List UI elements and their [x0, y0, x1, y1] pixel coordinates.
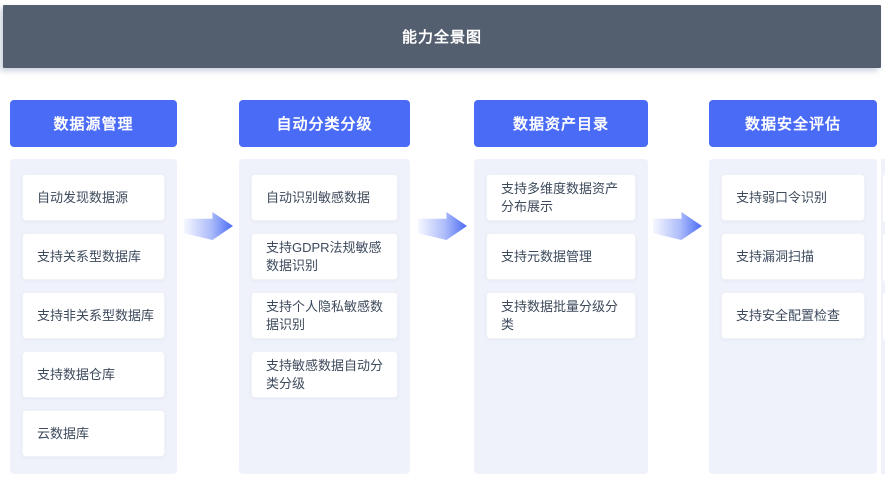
capability-item-label: 支持数据批量分级分类 — [501, 298, 619, 332]
capability-item: 云数据库 — [22, 410, 165, 457]
capability-item-label: 自动识别敏感数据 — [266, 189, 371, 205]
capability-item-label: 支持数据仓库 — [37, 366, 116, 382]
capability-item-label: 支持多维度数据资产分布展示 — [501, 180, 619, 214]
capability-item-label: 支持非关系型数据库 — [37, 307, 155, 323]
capability-item-label: 支持敏感数据自动分类分级 — [266, 357, 384, 391]
capability-item-label: 支持关系型数据库 — [37, 248, 142, 264]
capability-item-label: 支持弱口令识别 — [736, 189, 828, 205]
capability-item: 支持非关系型数据库 — [22, 292, 165, 339]
column-title: 数据资产目录 — [512, 116, 609, 133]
capability-item: 支持漏洞扫描 — [721, 233, 865, 280]
capability-item-label: 支持安全配置检查 — [736, 307, 841, 323]
cropped-next-card — [883, 234, 885, 281]
capability-item: 支持安全配置检查 — [721, 292, 865, 339]
column-header-data-source-management: 数据源管理 — [10, 100, 177, 147]
capability-item-label: 云数据库 — [37, 425, 90, 441]
capability-item: 支持数据仓库 — [22, 351, 165, 398]
capability-item: 支持弱口令识别 — [721, 174, 865, 221]
cropped-next-card — [883, 293, 885, 340]
column-header-data-asset-catalog: 数据资产目录 — [474, 100, 648, 147]
column-title: 数据源管理 — [53, 116, 134, 133]
capability-item: 支持敏感数据自动分类分级 — [251, 351, 398, 398]
capability-item: 自动识别敏感数据 — [251, 174, 398, 221]
column-header-security-assessment: 数据安全评估 — [709, 100, 877, 147]
capability-item-label: 支持GDPR法规敏感数据识别 — [266, 239, 382, 273]
column-body-security-assessment: 支持弱口令识别 支持漏洞扫描 支持安全配置检查 — [709, 159, 877, 474]
column-body-data-source-management: 自动发现数据源 支持关系型数据库 支持非关系型数据库 支持数据仓库 云数据库 — [10, 159, 177, 474]
capability-item-label: 支持个人隐私敏感数据识别 — [266, 298, 384, 332]
flow-arrow-icon — [184, 212, 233, 240]
capability-item: 支持多维度数据资产分布展示 — [486, 174, 636, 221]
capability-item: 自动发现数据源 — [22, 174, 165, 221]
capability-item-label: 支持元数据管理 — [501, 248, 593, 264]
capability-item-label: 支持漏洞扫描 — [736, 248, 815, 264]
panorama-title: 能力全景图 — [401, 29, 482, 46]
column-header-auto-classification: 自动分类分级 — [239, 100, 410, 147]
column-body-data-asset-catalog: 支持多维度数据资产分布展示 支持元数据管理 支持数据批量分级分类 — [474, 159, 648, 474]
cropped-next-card — [883, 175, 885, 222]
column-body-auto-classification: 自动识别敏感数据 支持GDPR法规敏感数据识别 支持个人隐私敏感数据识别 支持敏… — [239, 159, 410, 474]
capability-item: 支持数据批量分级分类 — [486, 292, 636, 339]
flow-arrow-icon — [418, 212, 467, 240]
capability-item-label: 自动发现数据源 — [37, 189, 129, 205]
capability-item: 支持个人隐私敏感数据识别 — [251, 292, 398, 339]
panorama-title-banner: 能力全景图 — [3, 5, 881, 68]
column-title: 数据安全评估 — [744, 116, 841, 133]
capability-item: 支持GDPR法规敏感数据识别 — [251, 233, 398, 280]
capability-item: 支持元数据管理 — [486, 233, 636, 280]
flow-arrow-icon — [653, 212, 702, 240]
capability-item: 支持关系型数据库 — [22, 233, 165, 280]
column-title: 自动分类分级 — [276, 116, 373, 133]
